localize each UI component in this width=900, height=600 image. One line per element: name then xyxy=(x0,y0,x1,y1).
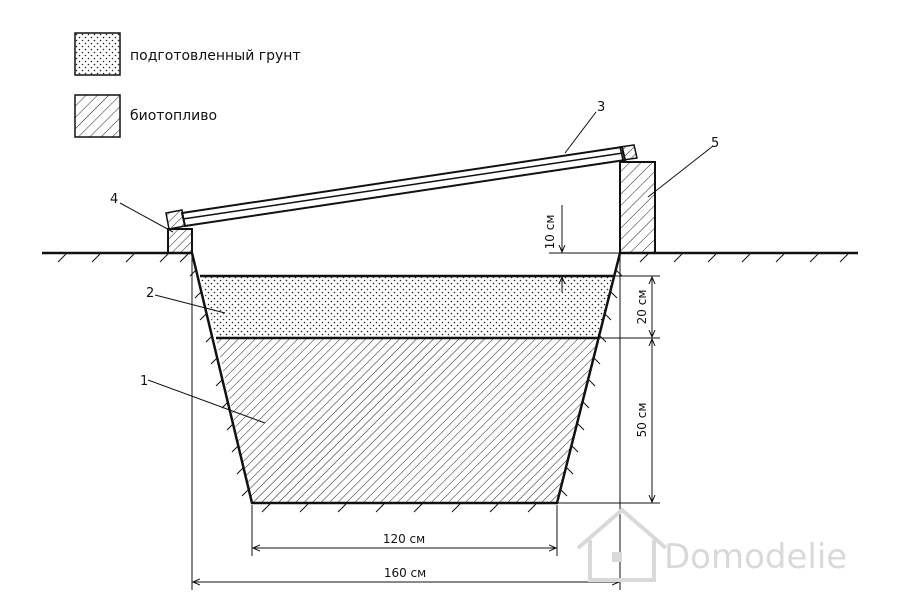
dim-top-160 xyxy=(191,255,621,590)
frame-end-right xyxy=(619,144,638,161)
ground-hatching xyxy=(57,253,849,513)
pit-outline xyxy=(190,252,622,505)
callout-3: 3 xyxy=(597,100,605,115)
callout-5: 5 xyxy=(711,136,719,151)
callout-2: 2 xyxy=(146,286,154,301)
dim-soil-20-label: 20 см xyxy=(635,290,649,325)
legend-swatch-biofuel xyxy=(74,94,121,138)
glass-frame xyxy=(165,144,638,230)
legend-swatch-prepared-soil xyxy=(74,32,121,76)
dim-bottom-120-label: 120 см xyxy=(383,532,425,546)
biofuel-layer xyxy=(216,338,598,503)
dim-bottom-120 xyxy=(251,505,558,556)
watermark: Domodelie xyxy=(576,507,847,582)
dim-gap-10-label: 10 см xyxy=(543,215,557,250)
prepared-soil-layer xyxy=(200,276,613,338)
house-logo-icon xyxy=(576,507,668,582)
right-support-wall xyxy=(619,161,656,254)
dim-fuel-50-label: 50 см xyxy=(635,403,649,438)
dim-gap-10 xyxy=(549,205,620,292)
legend-label-biofuel: биотопливо xyxy=(130,108,217,124)
frame-end-left xyxy=(165,209,186,230)
legend-label-prepared-soil: подготовленный грунт xyxy=(130,48,301,64)
dim-top-160-label: 160 см xyxy=(384,566,426,580)
left-support-block xyxy=(167,228,193,254)
legend: подготовленный грунт биотопливо xyxy=(74,32,301,138)
dim-vertical-right xyxy=(557,275,660,504)
watermark-text: Domodelie xyxy=(664,537,847,577)
callout-1: 1 xyxy=(140,374,148,389)
callout-4: 4 xyxy=(110,192,118,207)
callout-leaders xyxy=(119,111,714,424)
